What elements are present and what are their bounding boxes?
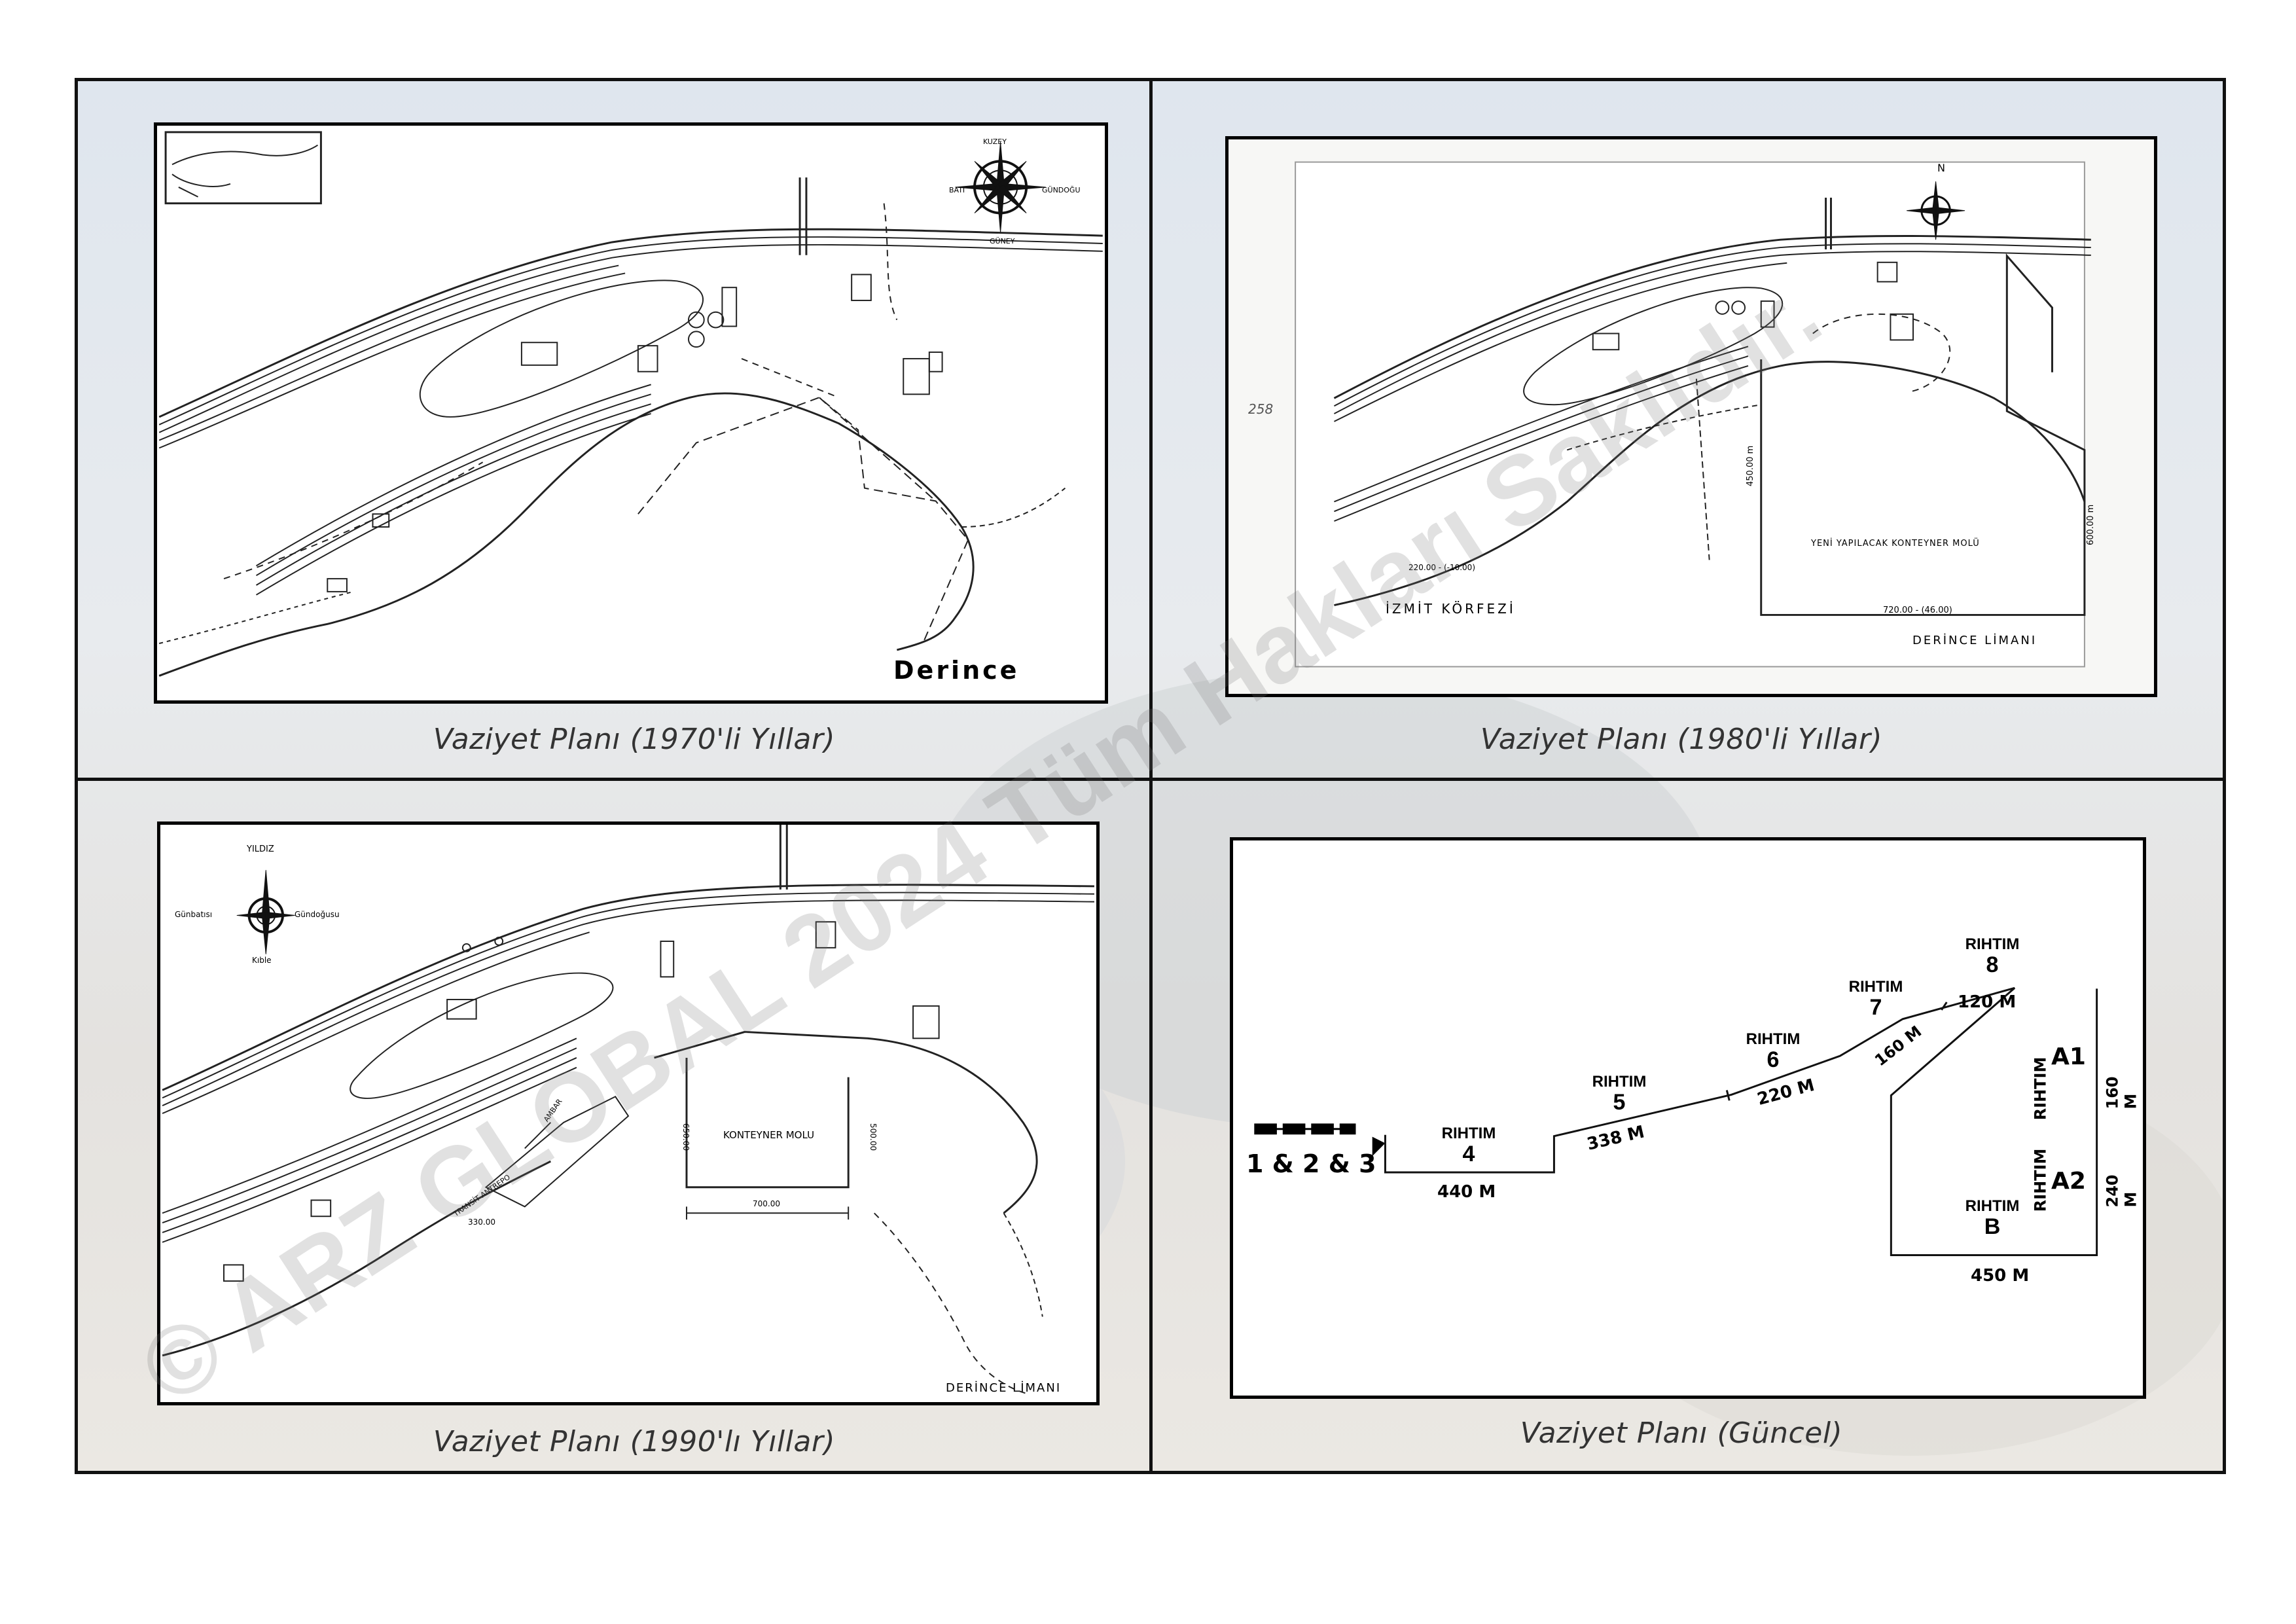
berth-8-length: 120 M: [1958, 992, 2017, 1012]
berth-a1-number: A1: [2051, 1043, 2086, 1070]
berth-7: RIHTIM 7: [1830, 978, 1922, 1019]
map-1990-dim-right: 500.00: [869, 1123, 878, 1151]
map-1970-place-label: Derince: [893, 656, 1020, 685]
berth-b-title: RIHTIM: [1965, 1197, 2020, 1215]
berth-4-title: RIHTIM: [1441, 1125, 1496, 1142]
berth-6-number: 6: [1767, 1047, 1780, 1072]
map-1970-compass-w: BATI: [949, 186, 965, 194]
berth-123-line: [1254, 1123, 1386, 1157]
map-1980-new-mole-label: YENİ YAPILACAK KONTEYNER MOLÜ: [1811, 539, 1980, 549]
berth-8: RIHTIM 8: [1946, 935, 2038, 976]
map-1990-drawing: [162, 825, 1094, 1396]
caption-current: Vaziyet Planı (Güncel): [1520, 1416, 1843, 1450]
berth-6-title: RIHTIM: [1746, 1030, 1801, 1048]
map-1990-compass-e: Gündoğusu: [295, 910, 340, 919]
map-1990-mole-label: KONTEYNER MOLU: [723, 1129, 815, 1141]
map-1970: KUZEY BATI GÜNDOĞU GÜNEY Derince: [154, 122, 1108, 704]
map-1980-drawing: [1295, 161, 2091, 668]
berth-4-length: 440 M: [1437, 1182, 1496, 1202]
map-1990-compass-s: Kıble: [252, 956, 272, 965]
berth-b-length: 450 M: [1971, 1266, 2030, 1286]
berth-b-number: B: [1984, 1214, 2001, 1239]
map-1980: N 258 İZMİT KÖRFEZİ DERİNCE LİMANI YENİ …: [1225, 136, 2157, 697]
map-current-drawing: [1254, 986, 2098, 1257]
map-1970-drawing: [158, 131, 1103, 677]
berth-a2-number: A2: [2051, 1168, 2086, 1195]
berth-7-number: 7: [1869, 995, 1882, 1020]
berth-4: RIHTIM 4: [1423, 1125, 1515, 1165]
berth-6: RIHTIM 6: [1727, 1030, 1819, 1071]
map-1980-port-label: DERİNCE LİMANI: [1912, 634, 2037, 647]
map-1980-dim-right: 600.00 m: [2086, 504, 2096, 545]
berth-5-number: 5: [1613, 1090, 1626, 1115]
caption-1970: Vaziyet Planı (1970'li Yıllar): [433, 723, 836, 756]
map-current: 1 & 2 & 3 RIHTIM 4 440 M RIHTIM 5 338 M …: [1230, 837, 2146, 1399]
caption-1980: Vaziyet Planı (1980'li Yıllar): [1480, 723, 1883, 756]
berth-b: RIHTIM B: [1946, 1197, 2038, 1238]
berth-5: RIHTIM 5: [1573, 1073, 1665, 1113]
map-1980-page-number: 258: [1248, 401, 1274, 417]
panel-divider-horizontal: [78, 778, 2223, 781]
map-1970-compass-e: GÜNDOĞU: [1042, 186, 1081, 194]
panel-divider-vertical: [1149, 81, 1153, 1471]
caption-1990: Vaziyet Planı (1990'lı Yıllar): [433, 1425, 836, 1458]
map-1980-compass-n: N: [1937, 162, 1945, 174]
map-1990-compass-n: YILDIZ: [247, 844, 274, 854]
map-1990-port-label: DERİNCE LİMANI: [946, 1381, 1062, 1395]
berth-5-title: RIHTIM: [1592, 1073, 1647, 1091]
map-1970-compass-s: GÜNEY: [990, 237, 1015, 245]
map-1990-compass-w: Günbatısı: [175, 910, 213, 919]
map-1980-dim-quay: 220.00 - (-10.00): [1408, 563, 1475, 572]
map-1990-dim-quay: 330.00: [468, 1218, 495, 1227]
map-1980-dim-left: 450.00 m: [1746, 445, 1755, 486]
berth-4-number: 4: [1462, 1142, 1475, 1166]
figure-sheet: KUZEY BATI GÜNDOĞU GÜNEY Derince Vaziyet…: [75, 78, 2226, 1474]
berth-123-label: 1 & 2 & 3: [1246, 1149, 1376, 1178]
quay-outline: [1384, 986, 2098, 1257]
map-1980-bay-label: İZMİT KÖRFEZİ: [1386, 601, 1516, 617]
map-1990: YILDIZ Günbatısı Gündoğusu Kıble KONTEYN…: [157, 821, 1100, 1405]
berth-8-number: 8: [1986, 952, 1999, 977]
map-1990-dim-bottom: 700.00: [753, 1199, 780, 1208]
map-1980-dim-bottom: 720.00 - (46.00): [1883, 605, 1952, 615]
berth-7-title: RIHTIM: [1848, 978, 1903, 996]
berth-8-title: RIHTIM: [1965, 935, 2020, 953]
map-1990-dim-left: 650.00: [681, 1123, 691, 1151]
map-1970-compass-n: KUZEY: [983, 137, 1007, 146]
berth-a1-title: RIHTIM: [2031, 1056, 2050, 1121]
berth-a1-length: 160 M: [2103, 1076, 2140, 1110]
berth-a2-length: 240 M: [2103, 1174, 2140, 1208]
